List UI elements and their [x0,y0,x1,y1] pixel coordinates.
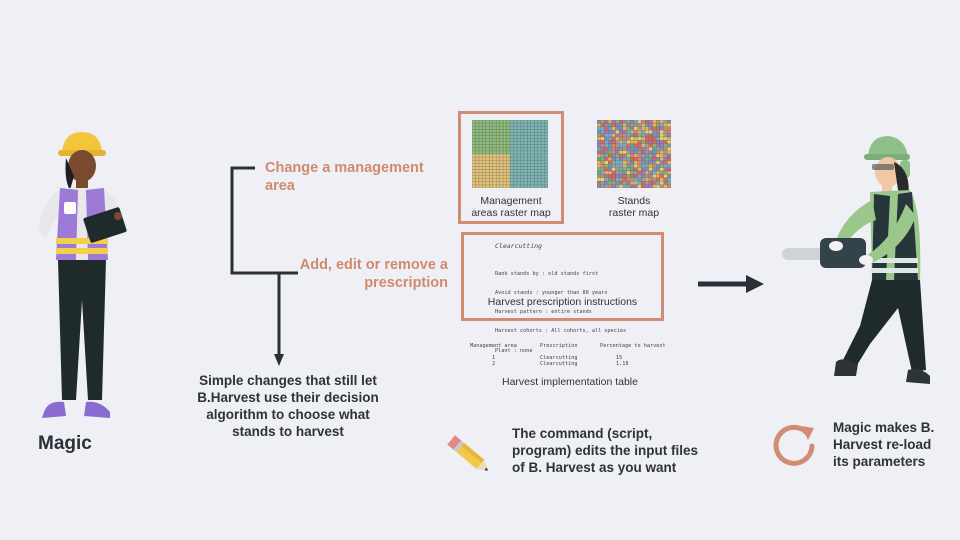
command-line2: program) edits the input files [512,443,699,458]
table-header: Prescription [540,343,578,349]
table-cell: Clearcutting [540,355,578,361]
stands-raster-map [597,120,671,188]
stands-caption-line2: raster map [608,207,660,219]
prescription-line: Harvest pattern : entire stands [495,309,592,316]
table-header-row: Management area Prescription Percentage … [470,343,670,349]
table-header: Management area [470,343,517,349]
command-line3: of B. Harvest as you want [512,460,677,475]
stands-map-caption: Stands raster map [585,195,683,219]
command-text: The command (script, program) edits the … [512,425,712,476]
simple-changes-line4: stands to harvest [232,424,344,439]
magic-name: Magic [38,433,92,454]
table-cell: 2 [492,361,496,367]
management-caption-line1: Management [480,195,542,207]
simple-changes-line2: B.Harvest use their decision [197,390,379,405]
prescription-line: Plant : none [495,347,533,354]
prescription-line: Rank stands by : old stands first [495,270,599,277]
reload-icon [773,424,815,466]
edit-prescription-line1: Add, edit or remove a [299,257,448,273]
prescription-line: Harvest cohorts : All cohorts, all speci… [495,328,627,335]
table-cell: 1.18 [616,361,629,367]
management-caption-line2: areas raster map [471,207,551,219]
table-header: Percentage to harvest [600,343,666,349]
simple-changes-line3: algorithm to choose what [206,407,370,422]
table-cell: 15 [616,355,623,361]
table-row: 1 Clearcutting 15 [470,355,670,361]
prescription-caption: Harvest prescription instructions [487,296,638,308]
table-cell: Clearcutting [540,361,578,367]
stands-caption-line1: Stands [617,195,651,207]
reload-line1: Magic makes B. [833,420,935,435]
implementation-caption: Harvest implementation table [502,376,638,388]
management-map-box [458,111,564,224]
table-cell: 1 [492,355,496,361]
management-raster-map [472,120,548,188]
change-management-area-label: Change a management area [265,160,424,194]
table-row: 2 Clearcutting 1.18 [470,361,670,367]
prescription-title: Clearcutting [495,242,542,250]
simple-changes-line1: Simple changes that still let [199,373,377,388]
prescription-line: Avoid stands : younger than 80 years [495,290,608,297]
command-line1: The command (script, [512,426,653,441]
prescription-lines: Rank stands by : old stands first Avoid … [495,258,626,361]
reload-line2: Harvest re-load [833,437,932,452]
implementation-table: Management area Prescription Percentage … [470,343,670,367]
chainsaw-worker-illustration [782,136,930,384]
simple-changes-text: Simple changes that still let B.Harvest … [178,372,398,440]
reload-text: Magic makes B. Harvest re-load its param… [833,419,953,470]
pencil-icon [447,435,488,471]
reload-line3: its parameters [833,454,926,469]
magic-illustration [38,132,127,418]
edit-prescription-label: Add, edit or remove a prescription [288,256,448,292]
edit-prescription-line2: prescription [364,275,448,291]
management-map-caption: Management areas raster map [462,195,560,219]
prescription-box [461,232,664,321]
